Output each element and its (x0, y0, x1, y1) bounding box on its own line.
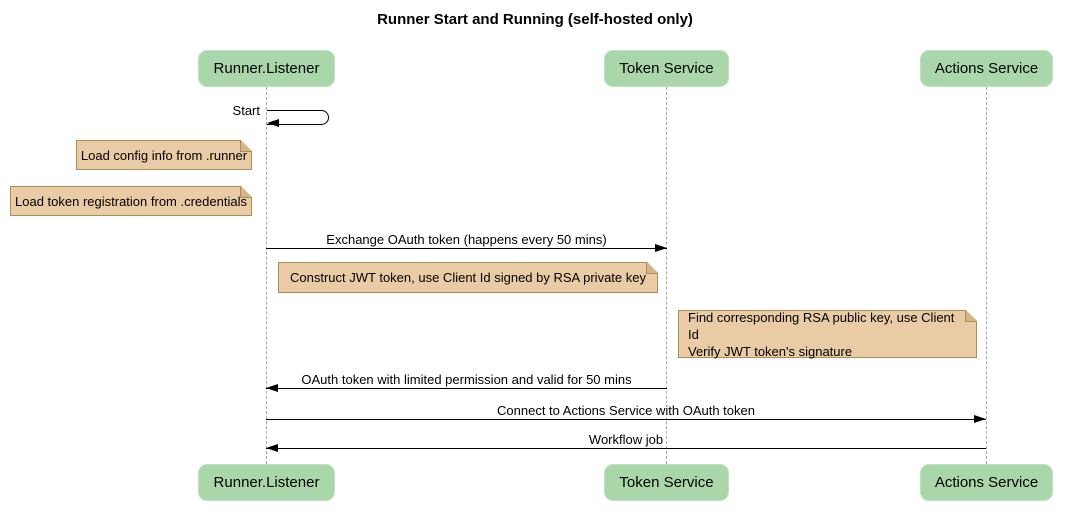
message-label: Exchange OAuth token (happens every 50 m… (266, 232, 667, 247)
participant-top-runner-listener: Runner.Listener (198, 50, 335, 87)
participant-bottom-runner-listener: Runner.Listener (198, 464, 335, 501)
self-message-start-arrowhead (267, 119, 279, 127)
arrowhead-left-icon (266, 384, 278, 392)
participant-label: Runner.Listener (213, 60, 320, 77)
message-workflow-job: Workflow job (266, 432, 986, 454)
message-line (266, 419, 986, 421)
participant-label: Token Service (619, 474, 714, 491)
message-oauth-return: OAuth token with limited permission and … (266, 372, 667, 394)
note-fold-icon (240, 140, 252, 152)
note-text-line2: Verify JWT token's signature (688, 343, 853, 359)
participant-label: Actions Service (934, 474, 1039, 491)
self-message-start-loop (267, 110, 329, 125)
lifeline-runner-listener (266, 87, 267, 464)
arrowhead-right-icon (655, 244, 667, 252)
self-message-start-label: Start (232, 103, 260, 118)
message-label: Workflow job (266, 432, 986, 447)
note-find-rsa: Find corresponding RSA public key, use C… (678, 309, 977, 360)
participant-top-actions-service: Actions Service (920, 50, 1053, 87)
note-text-line1: Find corresponding RSA public key, use C… (688, 309, 955, 342)
note-load-config: Load config info from .runner (76, 140, 252, 170)
note-load-credentials: Load token registration from .credential… (10, 186, 252, 216)
message-label: OAuth token with limited permission and … (266, 372, 667, 387)
note-fold-icon (965, 310, 977, 322)
participant-bottom-actions-service: Actions Service (920, 464, 1053, 501)
note-text: Find corresponding RSA public key, use C… (688, 309, 967, 360)
participant-top-token-service: Token Service (604, 50, 729, 87)
message-connect-actions: Connect to Actions Service with OAuth to… (266, 403, 986, 425)
participant-bottom-token-service: Token Service (604, 464, 729, 501)
message-line (266, 248, 667, 250)
note-text: Load token registration from .credential… (15, 193, 247, 209)
arrowhead-left-icon (266, 444, 278, 452)
arrowhead-right-icon (974, 415, 986, 423)
note-text: Load config info from .runner (80, 147, 248, 163)
message-exchange-oauth: Exchange OAuth token (happens every 50 m… (266, 232, 667, 254)
lifeline-actions-service (986, 87, 987, 464)
participant-label: Token Service (619, 60, 714, 77)
participant-label: Runner.Listener (213, 474, 320, 491)
message-label: Connect to Actions Service with OAuth to… (266, 403, 986, 418)
note-fold-icon (240, 186, 252, 198)
note-fold-icon (646, 262, 658, 274)
participant-label: Actions Service (934, 60, 1039, 77)
note-text: Construct JWT token, use Client Id signe… (290, 270, 646, 285)
message-line (266, 448, 986, 450)
message-line (266, 388, 667, 390)
lifeline-token-service (666, 87, 667, 464)
note-construct-jwt: Construct JWT token, use Client Id signe… (278, 262, 658, 293)
diagram-title: Runner Start and Running (self-hosted on… (377, 11, 693, 28)
